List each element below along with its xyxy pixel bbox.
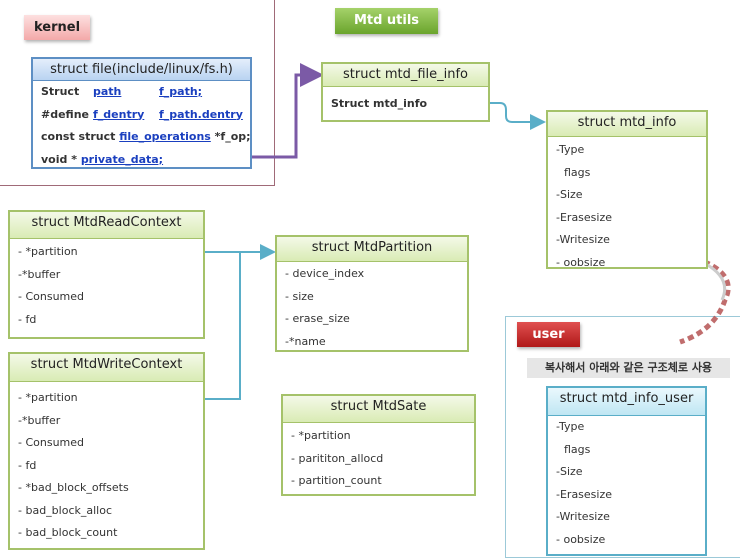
write-context-title: struct MtdWriteContext	[10, 354, 203, 382]
user-label: user	[517, 322, 580, 347]
list-item: - *partition	[18, 391, 78, 404]
struct-file-title: struct file(include/linux/fs.h)	[33, 59, 250, 81]
kernel-label: kernel	[24, 15, 90, 40]
user-caption: 복사해서 아래와 같은 구조체로 사용	[527, 358, 730, 378]
list-item: - bad_block_alloc	[18, 503, 112, 517]
partition-title: struct MtdPartition	[277, 237, 467, 262]
list-item: - *partition	[18, 245, 78, 258]
list-item: -Erasesize	[556, 487, 613, 501]
list-item: - erase_size	[285, 312, 350, 325]
list-item: flags	[564, 442, 591, 456]
mtd-sate-box: struct MtdSate - *partition - parititon_…	[281, 394, 476, 496]
mtd-info-title: struct mtd_info	[548, 112, 706, 137]
list-item: flags	[564, 165, 591, 179]
list-item: -Size	[556, 465, 583, 478]
list-item: - device_index	[285, 267, 365, 280]
list-item: - fd	[18, 312, 37, 326]
mtd-partition-box: struct MtdPartition - device_index - siz…	[275, 235, 469, 352]
list-item: - bad_block_count	[18, 526, 118, 539]
mtd-file-info-title: struct mtd_file_info	[323, 64, 488, 87]
copy-arrow	[679, 252, 731, 345]
list-item: -Size	[556, 188, 583, 201]
list-item: - Consumed	[18, 436, 85, 449]
list-item: - *bad_block_offsets	[18, 481, 129, 494]
list-item: - parititon_allocd	[291, 451, 384, 465]
list-item: - Consumed	[18, 290, 85, 303]
list-item: - partition_count	[291, 474, 382, 487]
read-context-title: struct MtdReadContext	[10, 212, 203, 239]
file-row: const struct file_operations *f_op;	[41, 130, 251, 143]
list-item: -Writesize	[556, 510, 610, 523]
list-item: - fd	[18, 458, 37, 472]
list-item: - oobsize	[556, 532, 606, 546]
mtd-info-user-box: struct mtd_info_user -Type flags -Size -…	[546, 386, 707, 556]
file-row: void * private_data;	[41, 152, 164, 166]
mtd-utils-label: Mtd utils	[335, 8, 438, 34]
list-item: -Writesize	[556, 233, 610, 246]
list-item: -*name	[285, 334, 326, 348]
list-item: -*buffer	[18, 267, 61, 281]
list-item: - size	[285, 289, 314, 303]
mtd-read-context-box: struct MtdReadContext - *partition -*buf…	[8, 210, 205, 339]
list-item: -Type	[556, 143, 585, 156]
list-item: -Erasesize	[556, 210, 613, 224]
mtd-info-arrow	[440, 102, 546, 130]
list-item: - *partition	[291, 429, 351, 442]
mtd-info-user-title: struct mtd_info_user	[548, 388, 705, 416]
list-item: - oobsize	[556, 255, 606, 269]
private-data-arrow	[222, 63, 324, 159]
mtd-info-box: struct mtd_info -Type flags -Size -Erase…	[546, 110, 708, 269]
list-item: -*buffer	[18, 413, 61, 427]
sate-title: struct MtdSate	[283, 396, 474, 423]
list-item: -Type	[556, 420, 585, 433]
list-item: Struct mtd_info	[331, 97, 428, 110]
kernel-frame	[0, 0, 275, 186]
mtd-write-context-box: struct MtdWriteContext - *partition -*bu…	[8, 352, 205, 550]
mtd-file-info-box: struct mtd_file_info Struct mtd_info	[321, 62, 490, 122]
